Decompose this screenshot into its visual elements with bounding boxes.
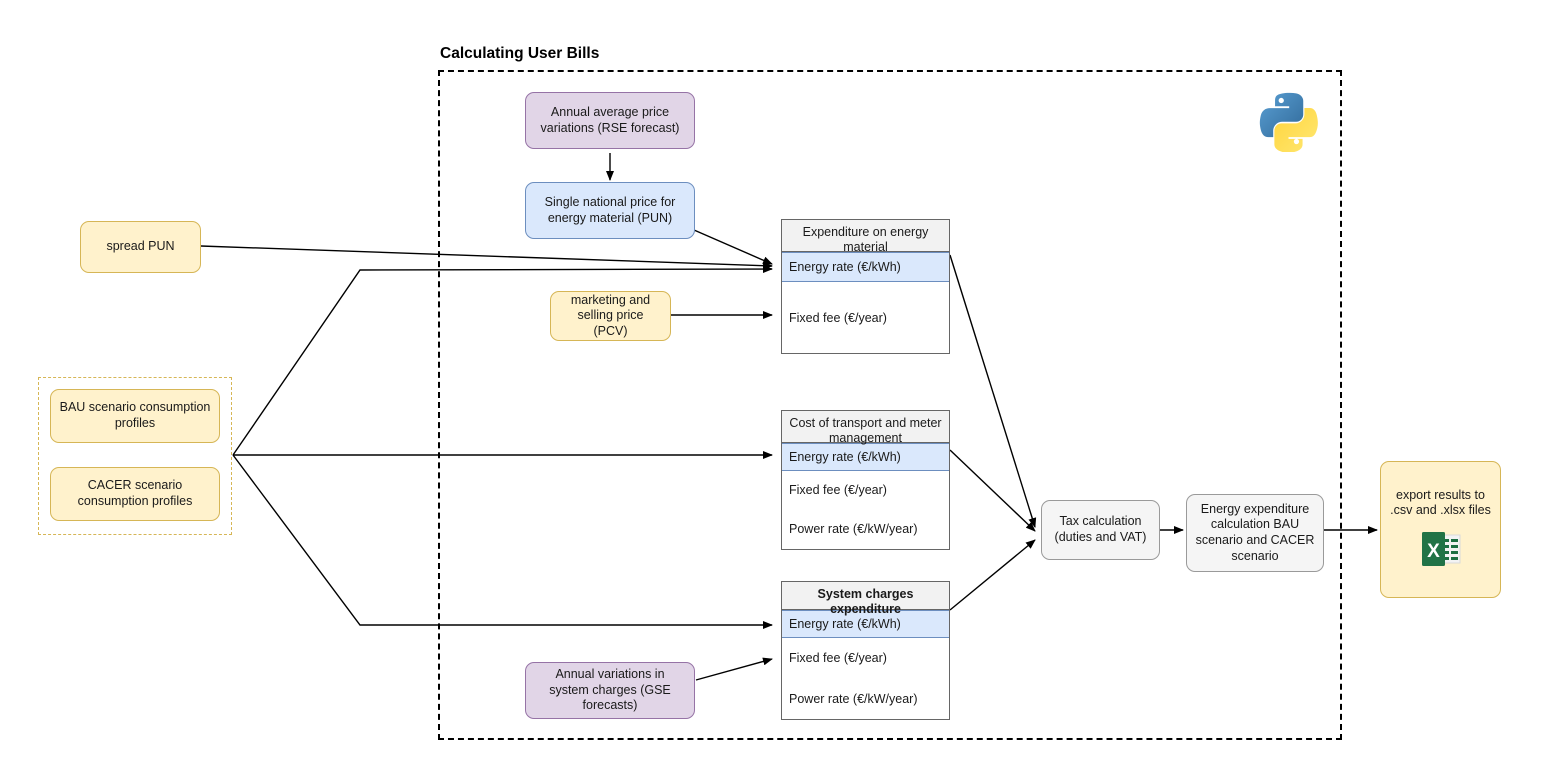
pcv-label: marketing and selling price (PCV) (570, 292, 651, 338)
table-row-energy-rate[interactable]: Energy rate (€/kWh) (782, 443, 949, 471)
energy-expenditure-calculation-label: Energy expenditure calculation BAU scena… (1195, 501, 1315, 563)
table-header: System charges expenditure (782, 582, 949, 616)
row-label: Fixed fee (€/year) (789, 310, 887, 325)
pun-node[interactable]: Single national price for energy materia… (525, 182, 695, 239)
tax-calculation-label: Tax calculation (duties and VAT) (1054, 514, 1147, 544)
row-label: Power rate (€/kW/year) (789, 691, 918, 706)
table-row-fixed-fee[interactable]: Fixed fee (€/year) (782, 282, 949, 353)
table-row-fixed-fee[interactable]: Fixed fee (€/year) (782, 471, 949, 509)
excel-icon: X (1421, 531, 1461, 572)
tax-calculation-node[interactable]: Tax calculation (duties and VAT) (1041, 500, 1160, 560)
energy-expenditure-calculation-node[interactable]: Energy expenditure calculation BAU scena… (1186, 494, 1324, 572)
page-title: Calculating User Bills (440, 45, 600, 62)
gse-forecast-node[interactable]: Annual variations in system charges (GSE… (525, 662, 695, 719)
table-row-power-rate[interactable]: Power rate (€/kW/year) (782, 509, 949, 549)
table-header: Cost of transport and meter management (782, 411, 949, 445)
bau-scenario-label: BAU scenario consumption profiles (59, 400, 211, 430)
gse-forecast-label: Annual variations in system charges (GSE… (549, 667, 671, 713)
bau-scenario-node[interactable]: BAU scenario consumption profiles (50, 389, 220, 443)
export-results-node[interactable]: export results to .csv and .xlsx files X (1380, 461, 1501, 598)
spread-pun-label: spread PUN (106, 239, 175, 254)
scenario-profiles-group (38, 377, 232, 535)
row-label: Energy rate (€/kWh) (789, 450, 901, 464)
table-expenditure-on-energy-material: Expenditure on energy material Energy ra… (781, 219, 950, 354)
row-label: Fixed fee (€/year) (789, 651, 887, 665)
table-cost-of-transport-and-meter-management: Cost of transport and meter management E… (781, 410, 950, 550)
table-row-energy-rate[interactable]: Energy rate (€/kWh) (782, 610, 949, 638)
pcv-node[interactable]: marketing and selling price (PCV) (550, 291, 671, 341)
rse-forecast-node[interactable]: Annual average price variations (RSE for… (525, 92, 695, 149)
table-header: Expenditure on energy material (782, 220, 949, 254)
python-logo-icon (1258, 90, 1320, 153)
svg-text:X: X (1427, 541, 1440, 562)
row-label: Energy rate (€/kWh) (789, 260, 901, 274)
row-label: Energy rate (€/kWh) (789, 617, 901, 631)
cacer-scenario-node[interactable]: CACER scenario consumption profiles (50, 467, 220, 521)
table-system-charges-expenditure: System charges expenditure Energy rate (… (781, 581, 950, 720)
table-row-energy-rate[interactable]: Energy rate (€/kWh) (782, 252, 949, 282)
row-label: Power rate (€/kW/year) (789, 522, 918, 536)
row-label: Fixed fee (€/year) (789, 483, 887, 497)
pun-label: Single national price for energy materia… (544, 194, 676, 225)
table-row-fixed-fee[interactable]: Fixed fee (€/year) (782, 638, 949, 678)
export-results-label: export results to .csv and .xlsx files (1390, 487, 1491, 518)
table-row-power-rate[interactable]: Power rate (€/kW/year) (782, 678, 949, 719)
cacer-scenario-label: CACER scenario consumption profiles (77, 478, 193, 508)
rse-forecast-label: Annual average price variations (RSE for… (540, 104, 680, 135)
spread-pun-node[interactable]: spread PUN (80, 221, 201, 273)
